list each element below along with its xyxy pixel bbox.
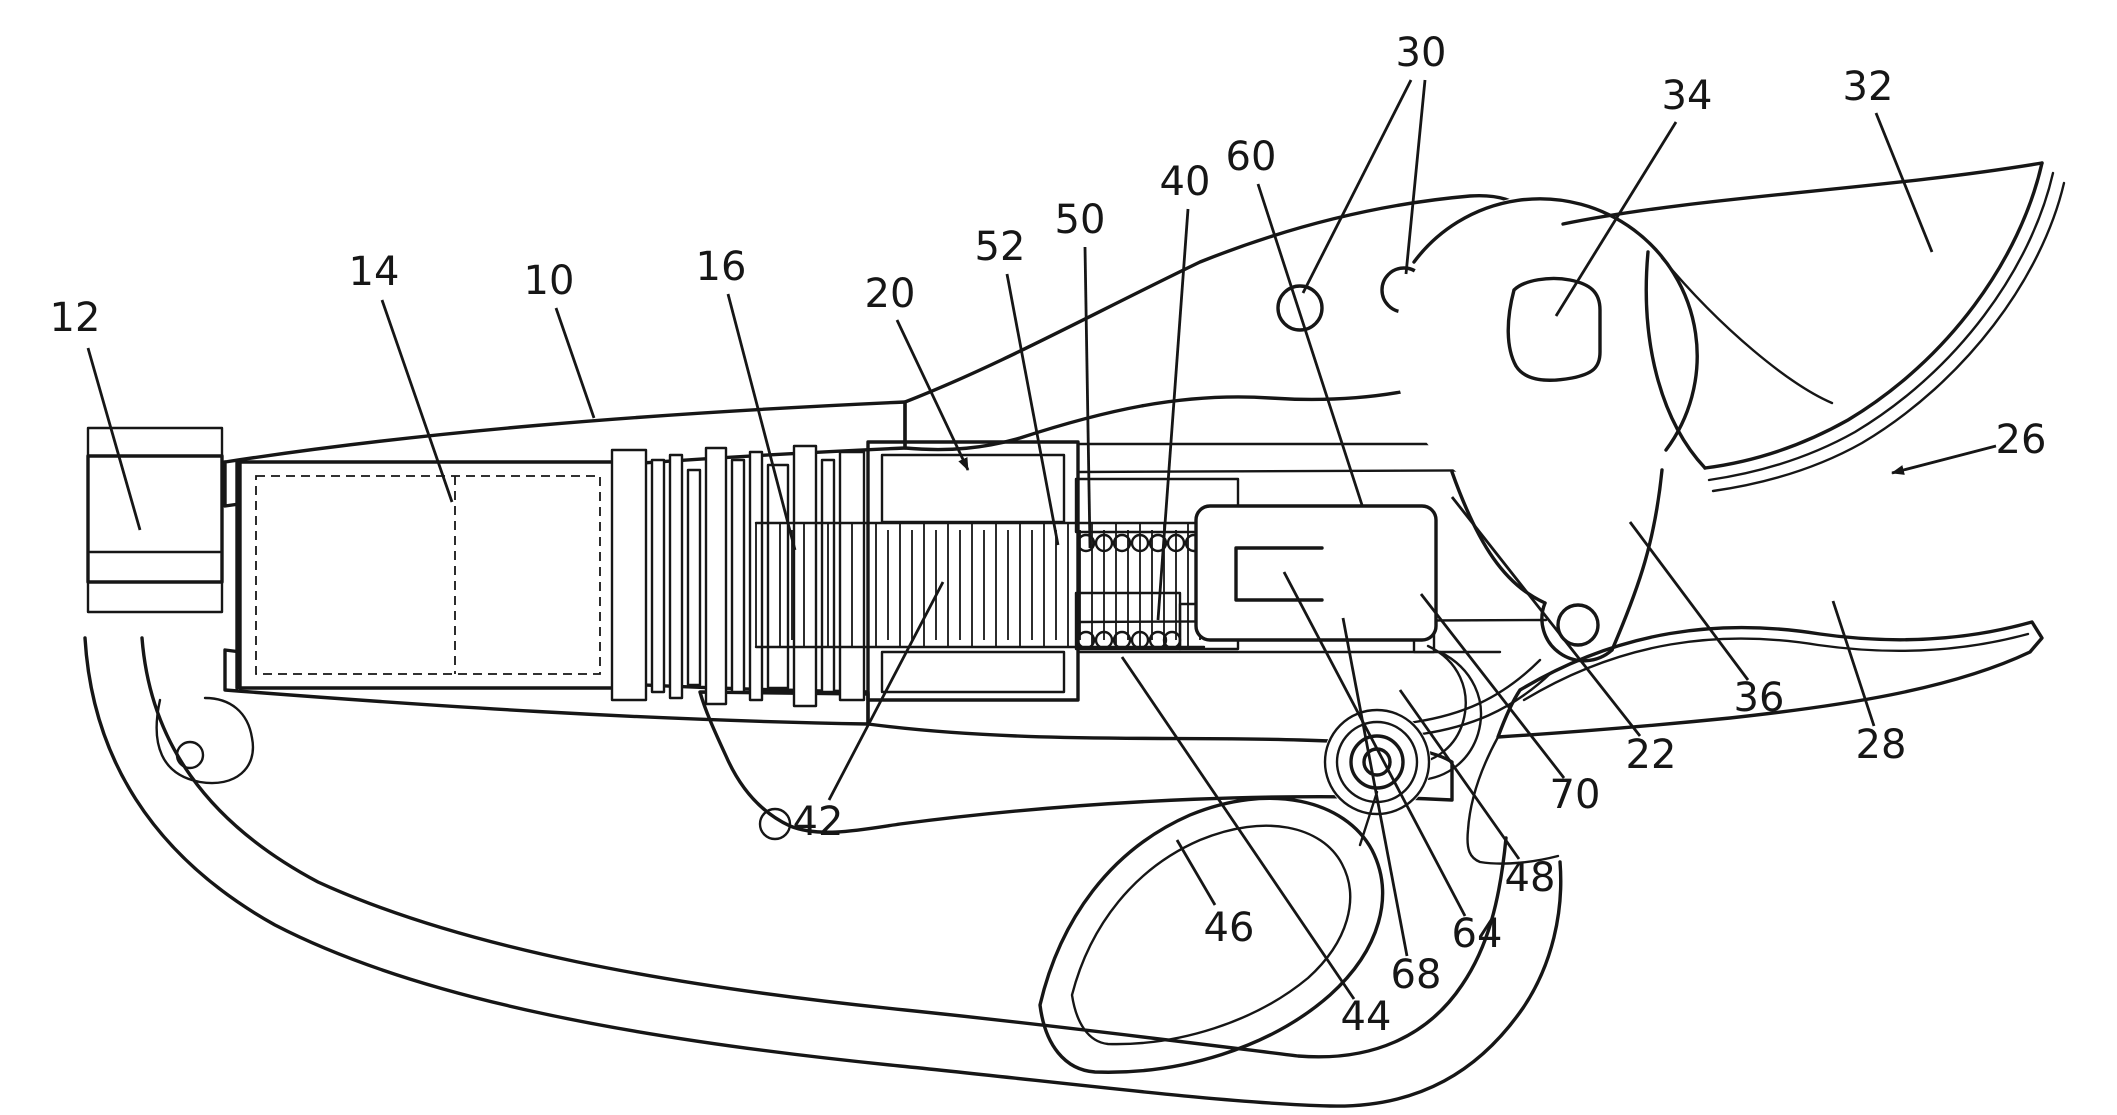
blade-cutting-edge	[1644, 250, 1707, 470]
boss-outline	[1412, 197, 1699, 452]
slider-block	[1194, 504, 1438, 642]
handle-blade-junction	[1466, 735, 1560, 865]
ball-bearings	[1076, 533, 1240, 650]
screw-threads	[755, 523, 1201, 647]
ref-label-40: 40	[1160, 159, 1211, 205]
leader-line-20	[895, 319, 970, 471]
ref-label-28: 28	[1856, 722, 1907, 768]
hook-spring	[1410, 644, 1483, 782]
leader-line-26	[1891, 444, 1997, 475]
leader-line-46	[1175, 839, 1217, 906]
leader-line-42	[827, 581, 945, 801]
leader-line-68	[1341, 617, 1409, 957]
ref-label-48: 48	[1505, 855, 1556, 901]
ref-label-22: 22	[1626, 732, 1677, 778]
ref-label-12: 12	[50, 295, 101, 341]
ref-label-68: 68	[1391, 952, 1442, 998]
leader-line-34	[1554, 121, 1678, 317]
blade-face-line	[1660, 256, 1834, 405]
ref-label-32: 32	[1843, 64, 1894, 110]
ref-label-14: 14	[349, 249, 400, 295]
handle-boss-outline	[155, 696, 255, 785]
leader-line-30	[1404, 79, 1427, 275]
motor-block	[238, 460, 617, 690]
lever-pivot-hole	[1556, 603, 1600, 647]
trigger	[1038, 790, 1385, 1074]
cap-body	[86, 454, 224, 584]
trigger-inner	[1070, 824, 1352, 1046]
leader-line-32	[1874, 112, 1934, 253]
leader-line-16	[726, 293, 797, 551]
leader-line-40	[1156, 208, 1190, 621]
anvil-seat-line	[1522, 632, 2030, 702]
housing-hole-left	[1276, 284, 1324, 332]
ref-label-20: 20	[865, 271, 916, 317]
ref-label-64: 64	[1452, 911, 1503, 957]
ref-label-52: 52	[975, 224, 1026, 270]
reference-labels: 12 14 10 16 20 52 50 40 60 30 34 32 26 36 28 22 70 486468…	[50, 30, 2047, 1040]
ref-label-16: 16	[696, 244, 747, 290]
spindle-housing	[866, 440, 1080, 702]
leader-line-52	[1005, 273, 1060, 546]
spindle-housing-outline	[866, 440, 1080, 702]
spindle-housing-lower-chamber	[880, 650, 1066, 694]
boss-d-hole	[1506, 276, 1602, 382]
slider-outline	[1194, 504, 1438, 642]
leader-line-28	[1831, 600, 1876, 727]
end-cap	[86, 426, 224, 614]
upper-blade	[1561, 161, 2066, 493]
leader-line-50	[1083, 246, 1092, 549]
ref-label-34: 34	[1662, 73, 1713, 119]
leader-line-44	[1120, 656, 1356, 1000]
leader-line-64	[1282, 571, 1467, 917]
leader-line-36	[1628, 521, 1750, 681]
leader-line-30	[1301, 79, 1413, 294]
strut-notch	[758, 807, 792, 841]
handle-outer-edge	[83, 636, 1563, 1108]
motor-outline	[238, 460, 617, 690]
ref-label-70: 70	[1550, 772, 1601, 818]
leader-line-70	[1419, 593, 1566, 779]
leader-line-14	[380, 299, 454, 503]
handle-grip	[83, 636, 1563, 1108]
pivot-boss	[1394, 194, 1702, 502]
ref-label-46: 46	[1204, 905, 1255, 951]
slider-slot	[1234, 546, 1324, 602]
ref-label-30: 30	[1396, 30, 1447, 76]
anvil-blade	[1496, 620, 2044, 739]
leader-line-10	[554, 307, 596, 419]
cap-knurl-bottom	[86, 580, 224, 614]
ref-label-50: 50	[1055, 197, 1106, 243]
gear-train	[610, 444, 866, 708]
anvil-outline	[1496, 620, 2044, 739]
leader-line-22	[1450, 496, 1642, 737]
motor-inner-dashed	[255, 475, 601, 675]
handle-inner-edge	[140, 636, 1508, 1059]
ref-label-60: 60	[1226, 134, 1277, 180]
handle-screw-boss	[175, 740, 205, 770]
ref-label-26: 26	[1996, 417, 2047, 463]
cap-knurl-top	[86, 426, 224, 458]
ref-label-42: 42	[793, 799, 844, 845]
trigger-arm	[1358, 790, 1379, 847]
ref-label-44: 44	[1341, 994, 1392, 1040]
trigger-outer	[1038, 796, 1385, 1074]
leader-line-60	[1256, 183, 1364, 506]
ref-label-10: 10	[524, 258, 575, 304]
leader-line-12	[86, 347, 142, 531]
leader-line-48	[1398, 689, 1521, 860]
spindle-housing-upper-chamber	[880, 453, 1066, 524]
ref-label-36: 36	[1734, 675, 1785, 721]
